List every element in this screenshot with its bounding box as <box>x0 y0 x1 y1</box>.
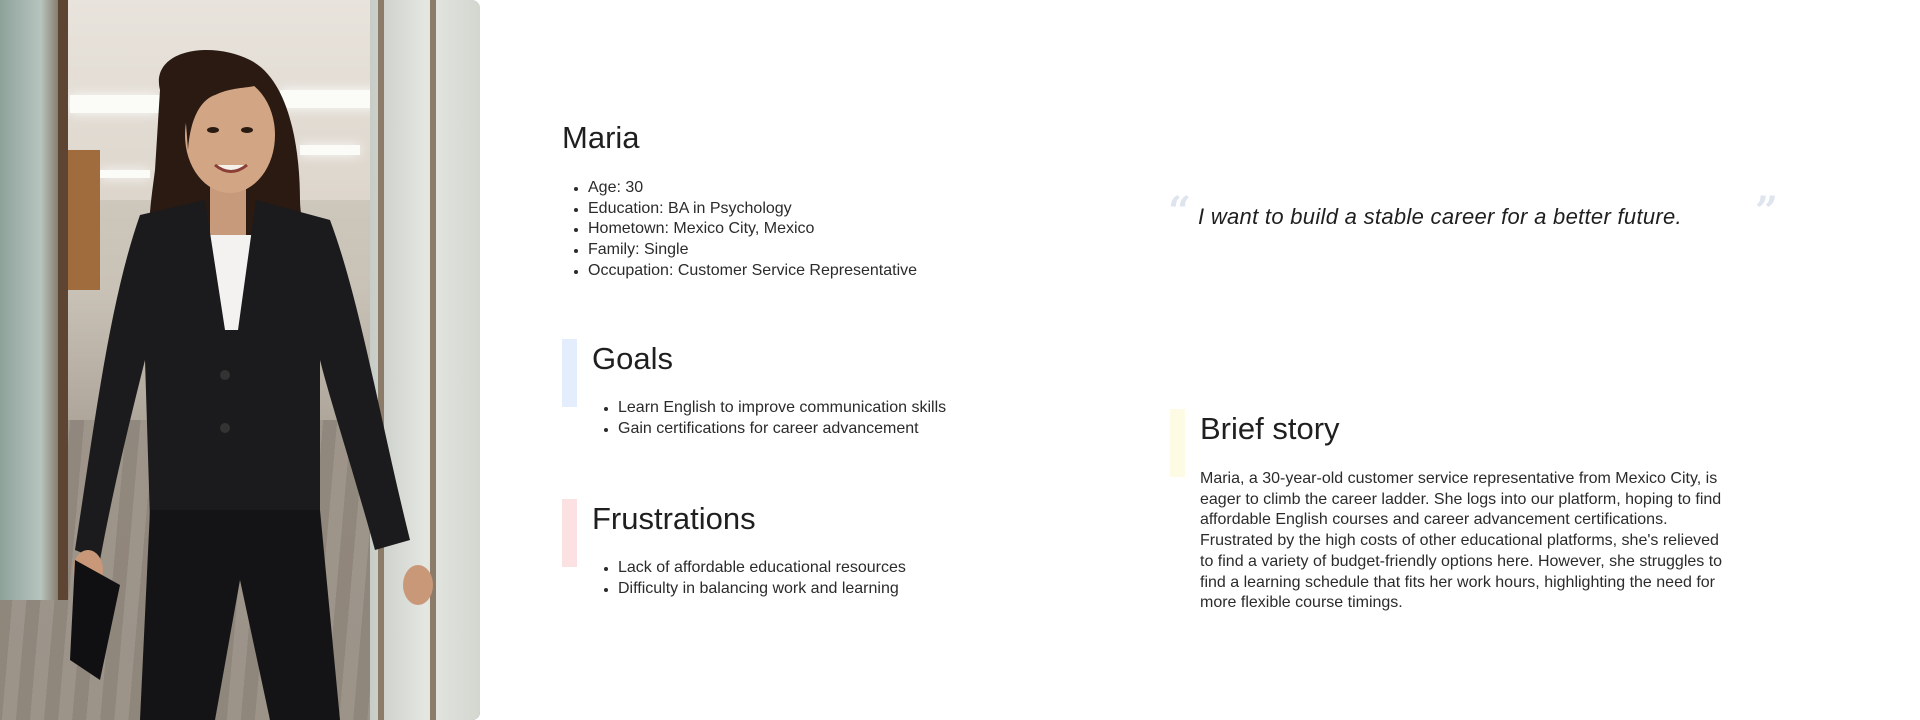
frustrations-title: Frustrations <box>592 501 756 536</box>
frustrations-accent-bar <box>562 499 577 567</box>
frustration-item: Difficulty in balancing work and learnin… <box>602 579 906 600</box>
persona-quote: “ I want to build a stable career for a … <box>1168 192 1778 242</box>
photo-glass-door <box>0 0 68 600</box>
fact-occupation: Occupation: Customer Service Representat… <box>572 261 917 282</box>
goals-accent-bar <box>562 339 577 407</box>
frustration-item: Lack of affordable educational resources <box>602 558 906 579</box>
story-text: Maria, a 30-year-old customer service re… <box>1200 470 1723 612</box>
story-title: Brief story <box>1200 411 1340 446</box>
photo-ceiling-light <box>300 145 360 155</box>
persona-photo <box>0 0 480 720</box>
photo-ceiling-light <box>100 170 150 178</box>
open-quote-icon: “ <box>1168 188 1192 235</box>
goals-title: Goals <box>592 341 673 376</box>
goal-item: Learn English to improve communication s… <box>602 398 946 419</box>
fact-age: Age: 30 <box>572 178 917 199</box>
quote-text: I want to build a stable career for a be… <box>1198 204 1682 229</box>
persona-facts-list: Age: 30 Education: BA in Psychology Home… <box>572 178 917 282</box>
persona-name: Maria <box>562 120 640 155</box>
fact-education: Education: BA in Psychology <box>572 199 917 220</box>
persona-figure <box>70 50 433 720</box>
photo-ceiling-light <box>280 90 380 108</box>
story-accent-bar <box>1170 409 1185 477</box>
frustrations-list: Lack of affordable educational resources… <box>602 558 906 599</box>
goal-item: Gain certifications for career advanceme… <box>602 419 946 440</box>
fact-family: Family: Single <box>572 240 917 261</box>
photo-ceiling-light <box>70 95 160 113</box>
goals-list: Learn English to improve communication s… <box>602 398 946 439</box>
close-quote-icon: ” <box>1754 188 1778 235</box>
fact-hometown: Hometown: Mexico City, Mexico <box>572 219 917 240</box>
